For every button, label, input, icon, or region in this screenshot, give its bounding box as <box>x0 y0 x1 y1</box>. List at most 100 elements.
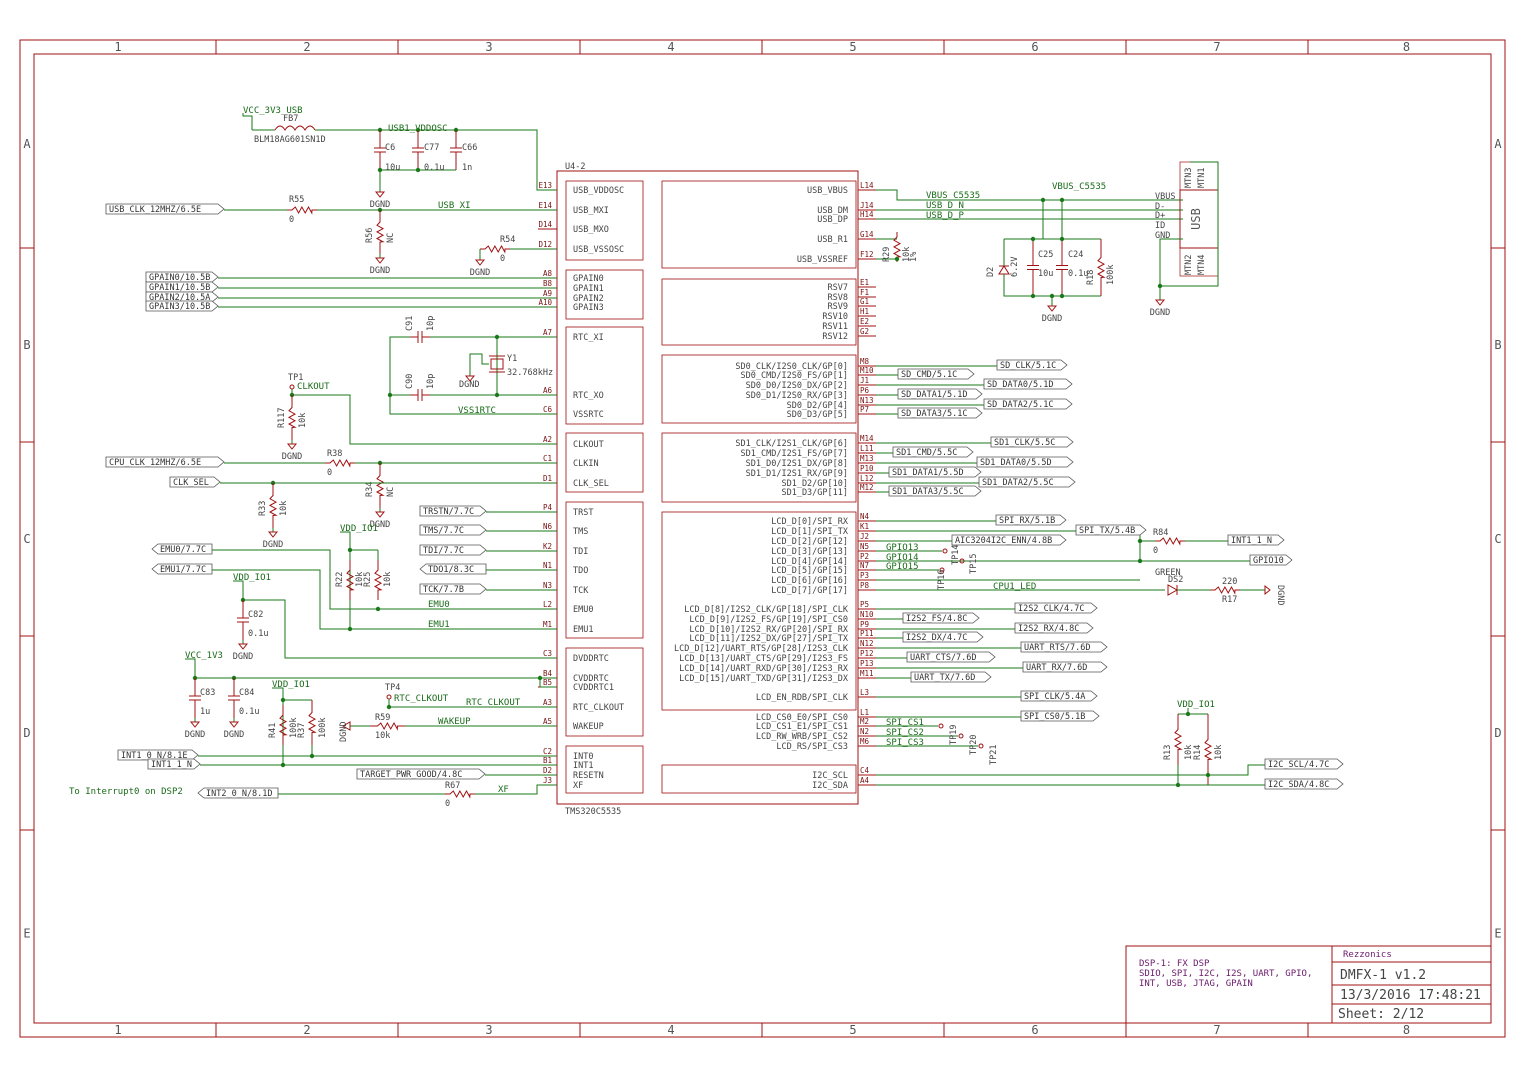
junction-dot <box>494 392 500 398</box>
frame-column-label: 6 <box>1031 1023 1038 1037</box>
title-date: 13/3/2016 17:48:21 <box>1340 988 1481 1003</box>
pin-number: N10 <box>860 610 874 619</box>
label-sd1 <box>892 446 974 458</box>
r25-value: 10k <box>383 572 393 587</box>
pin-name: SD1_D0/I2S1_DX/GP[8] <box>746 459 848 469</box>
label-i2c-sda: I2C_SDA/4.8C <box>1268 780 1329 790</box>
r41 <box>278 705 288 745</box>
label-sd1: SD1_DATA2/5.5C <box>982 478 1054 488</box>
ground-label: DGND <box>1042 314 1062 324</box>
ic-section <box>565 647 644 737</box>
r38 <box>325 458 355 468</box>
ic-section <box>565 501 644 639</box>
pin-name: GPAIN3 <box>573 303 604 313</box>
junction-dot <box>1059 236 1065 242</box>
label-uart: UART_RX/7.6D <box>1026 663 1087 673</box>
pin-name: CLKIN <box>573 459 599 469</box>
ic-section <box>565 269 644 320</box>
title-project: DMFX-1 v1.2 <box>1340 968 1426 983</box>
wire <box>212 549 557 610</box>
label-int1-1-n <box>1227 534 1285 546</box>
d2-value: 6.2V <box>1010 257 1020 277</box>
label-gpain <box>145 300 219 312</box>
pin-number: L1 <box>860 708 869 717</box>
r67-ref: R67 <box>445 781 460 791</box>
c66-value: 1n <box>462 163 472 173</box>
usb-pin-name: VBUS <box>1155 192 1175 202</box>
wire <box>469 353 489 365</box>
pin-name: LCD_D[14]/UART_RXD/GP[30]/I2S3_RX <box>679 664 849 674</box>
frame-row-label: A <box>23 137 31 151</box>
pin-number: E2 <box>860 317 869 326</box>
frame-column-label: 4 <box>667 1023 674 1037</box>
label-uart <box>906 651 996 663</box>
label-usb-clk <box>105 203 225 215</box>
r17-ref: R17 <box>1222 595 1237 605</box>
label-uart <box>1020 641 1108 653</box>
pin-number: B8 <box>543 279 553 288</box>
ground-icon <box>374 511 386 518</box>
label-sd0 <box>897 368 975 380</box>
usb-mtn: MTN1 <box>1197 168 1207 188</box>
ic-part: TMS320C5535 <box>565 807 621 817</box>
pin-name: SD0_CMD/I2S0_FS/GP[1] <box>741 371 848 381</box>
pin-name: LCD_RW_WRB/SPI_CS2 <box>756 732 848 742</box>
net-emu1: EMU1 <box>428 620 450 630</box>
title-sheet: Sheet: 2/12 <box>1338 1007 1424 1022</box>
r18 <box>1096 239 1106 296</box>
pin-number: D1 <box>543 474 552 483</box>
net-spi-cs: SPI_CS1 <box>886 718 924 728</box>
ground-icon <box>228 721 240 728</box>
tp14-ref: TP14 <box>951 545 961 565</box>
label-sd1 <box>888 466 982 478</box>
r22 <box>345 560 355 600</box>
d2-ref: D2 <box>986 267 996 277</box>
c6-ref: C6 <box>385 143 395 153</box>
r34 <box>375 463 385 508</box>
label-cpu-clk <box>105 456 225 468</box>
pin-number: H14 <box>860 210 874 219</box>
junction-dot <box>1205 772 1211 778</box>
label-jtag <box>419 524 487 536</box>
pin-name: LCD_D[15]/UART_TXD/GP[31]/I2S3_DX <box>679 674 849 684</box>
pin-number: N7 <box>860 561 869 570</box>
pin-name: USB_VSSREF <box>797 255 848 265</box>
label-spi-rx <box>995 514 1067 526</box>
label-i2c-sda <box>1264 778 1344 790</box>
label-sd0 <box>983 398 1073 410</box>
c82-value: 0.1u <box>248 629 268 639</box>
junction-dot <box>280 697 286 703</box>
label-int2: INT2_0_N/8.1D <box>206 789 273 799</box>
ground-icon <box>374 257 386 264</box>
r41-ref: R41 <box>268 723 278 738</box>
ground-label: DGND <box>459 380 479 390</box>
c66-ref: C66 <box>462 143 477 153</box>
pin-name: RSV11 <box>822 322 848 332</box>
r117 <box>287 395 297 440</box>
ground-label: DGND <box>233 652 253 662</box>
ground-icon <box>1264 584 1271 596</box>
ground-icon <box>474 259 486 266</box>
pin-name: LCD_D[5]/GP[15] <box>771 566 848 576</box>
pin-number: D12 <box>538 240 552 249</box>
tp15-ref: TP15 <box>969 554 979 574</box>
r33-ref: R33 <box>258 501 268 516</box>
r22-value: 10k <box>355 572 365 587</box>
title-company: Rezzonics <box>1343 950 1392 960</box>
pin-number: M13 <box>860 454 874 463</box>
net-vdd-io1: VDD_IO1 <box>1177 700 1215 710</box>
pin-number: M2 <box>860 717 869 726</box>
ground-icon <box>286 443 298 450</box>
ic-section <box>661 278 857 346</box>
ground-icon <box>464 375 476 382</box>
label-sd1 <box>990 436 1074 448</box>
frame-column-label: 8 <box>1403 40 1410 54</box>
pin-name: EMU0 <box>573 605 593 615</box>
pin-number: P2 <box>860 552 869 561</box>
junction-dot <box>1030 236 1036 242</box>
pin-number: N13 <box>860 396 874 405</box>
pin-name: LCD_D[11]/I2S2_DX/GP[27]/SPI_TX <box>689 634 849 644</box>
label-gpain: GPAIN1/10.5B <box>149 283 210 293</box>
pin-name: USB_VBUS <box>807 186 848 196</box>
pin-name: I2C_SCL <box>812 771 848 781</box>
